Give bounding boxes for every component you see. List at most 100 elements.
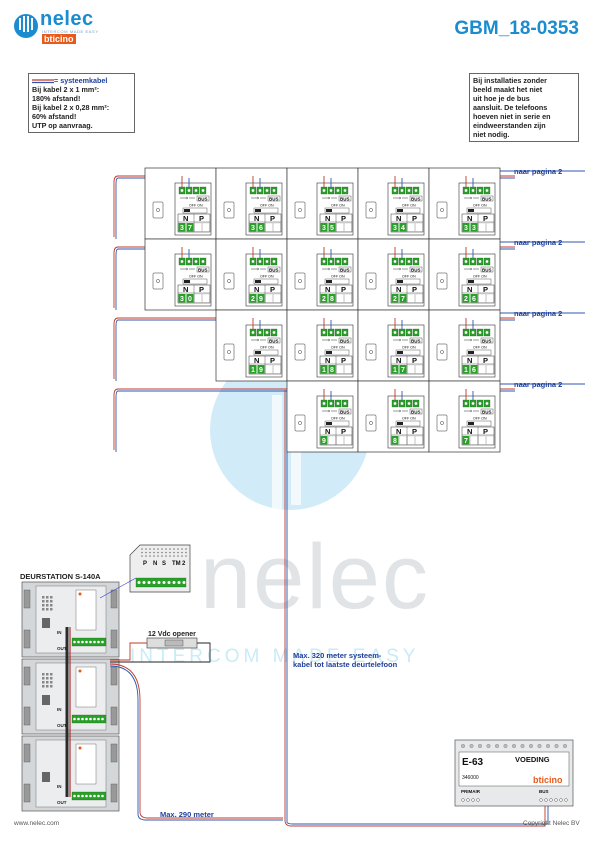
address-digit: 3 bbox=[464, 225, 468, 232]
keypad-key-icon bbox=[50, 596, 53, 599]
brand-dot-icon bbox=[78, 746, 82, 750]
dip-switch-knob bbox=[468, 209, 474, 212]
grid-dot-icon bbox=[141, 555, 143, 557]
terminal-screw-icon bbox=[471, 259, 475, 264]
switch-label: OFF ON bbox=[473, 417, 487, 421]
terminal-screw-icon bbox=[172, 581, 176, 584]
col-p-label: P bbox=[270, 285, 275, 294]
terminal-label: N bbox=[153, 561, 157, 567]
terminal-screw-icon bbox=[322, 330, 326, 335]
handset-button-icon bbox=[298, 279, 302, 283]
terminal-screw-icon bbox=[400, 259, 404, 264]
brand-dot-icon bbox=[78, 592, 82, 596]
terminal-label: 2 bbox=[182, 561, 186, 567]
terminal-screw-icon bbox=[336, 330, 340, 335]
address-cell-empty bbox=[486, 222, 494, 232]
terminal-screw-icon bbox=[414, 401, 418, 406]
opener-label: 12 Vdc opener bbox=[148, 631, 196, 638]
terminal-screw-icon bbox=[187, 188, 191, 193]
connector-icon bbox=[251, 267, 266, 271]
address-digit: 9 bbox=[259, 296, 263, 303]
address-digit: 6 bbox=[472, 296, 476, 303]
terminal-screw-icon bbox=[322, 188, 326, 193]
mount-clip-icon bbox=[110, 666, 118, 686]
grid-dot-icon bbox=[149, 548, 151, 550]
address-digit: 2 bbox=[464, 296, 468, 303]
handset-button-icon bbox=[298, 421, 302, 425]
terminal-screw-icon bbox=[478, 744, 482, 748]
handset-icon bbox=[223, 201, 235, 219]
out-label: OUT bbox=[57, 646, 67, 651]
address-cell bbox=[257, 294, 265, 303]
terminal-screw-icon bbox=[476, 798, 480, 802]
address-cell-empty bbox=[265, 364, 273, 374]
link-connector-icon bbox=[42, 695, 50, 705]
address-cell-empty bbox=[336, 222, 344, 232]
address-digit: 1 bbox=[251, 367, 255, 374]
grid-dot-icon bbox=[169, 548, 171, 550]
col-n-label: N bbox=[467, 356, 472, 365]
grid-dot-icon bbox=[157, 555, 159, 557]
address-digit: 4 bbox=[401, 225, 405, 232]
power-supply-name: VOEDING bbox=[515, 755, 550, 764]
connector-icon bbox=[393, 196, 408, 200]
terminal-screw-icon bbox=[322, 259, 326, 264]
dip-switch-knob bbox=[397, 351, 403, 354]
address-cell bbox=[462, 365, 470, 374]
col-p-label: P bbox=[412, 356, 417, 365]
grid-dot-icon bbox=[153, 551, 155, 554]
dip-switch bbox=[466, 420, 492, 427]
address-cell-empty bbox=[399, 435, 407, 445]
grid-dot-icon bbox=[157, 548, 159, 550]
address-digit: 8 bbox=[330, 296, 334, 303]
grid-dot-icon bbox=[157, 551, 159, 554]
address-cell-empty bbox=[486, 293, 494, 303]
terminal-label: TM bbox=[172, 561, 181, 567]
handset-icon bbox=[436, 201, 448, 219]
connector-icon bbox=[180, 267, 195, 271]
terminal-screw-icon bbox=[414, 259, 418, 264]
door-station-title: DEURSTATION S-140A bbox=[20, 572, 101, 581]
address-digit: 3 bbox=[472, 225, 476, 232]
address-cell-empty bbox=[273, 364, 281, 374]
circuit-board bbox=[75, 666, 97, 708]
switch-label: OFF ON bbox=[331, 204, 345, 208]
bus-label-box bbox=[409, 266, 423, 273]
terminal-screw-icon bbox=[343, 401, 347, 406]
address-cell bbox=[257, 223, 265, 232]
phones-note-line: eindweerstanden zijn bbox=[473, 121, 546, 130]
terminal-screw-icon bbox=[251, 330, 255, 335]
cable-note: = systeemkabel Bij kabel 2 x 1 mm²: 180%… bbox=[28, 73, 135, 133]
max-320-line: kabel tot laatste deurtelefoon bbox=[293, 660, 398, 669]
dip-switch-knob bbox=[184, 209, 190, 212]
terminal-screw-icon bbox=[265, 330, 269, 335]
keypad-key-icon bbox=[46, 596, 49, 599]
col-p-label: P bbox=[341, 356, 346, 365]
cable-note-title: = systeemkabel bbox=[32, 76, 131, 85]
terminal-screw-icon bbox=[471, 798, 475, 802]
address-cell bbox=[249, 294, 257, 303]
address-digit: 2 bbox=[251, 296, 255, 303]
keypad-key-icon bbox=[50, 677, 53, 680]
handset-icon bbox=[365, 414, 377, 432]
keypad-key-icon bbox=[42, 600, 45, 603]
terminal-screw-icon bbox=[559, 798, 563, 802]
bus-wire bbox=[113, 317, 119, 379]
terminal-screw-icon bbox=[89, 794, 92, 798]
phones-note: Bij installaties zonder beeld maakt het … bbox=[469, 73, 579, 142]
handset-icon bbox=[436, 272, 448, 290]
handset-icon bbox=[152, 201, 164, 219]
terminal-label: P bbox=[143, 561, 147, 567]
brand-dot-icon bbox=[78, 669, 82, 673]
dip-switch-knob bbox=[326, 280, 332, 283]
dip-switch-knob bbox=[468, 422, 474, 425]
terminal-screw-icon bbox=[544, 798, 548, 802]
terminal-screw-icon bbox=[461, 744, 465, 748]
terminal-screw-icon bbox=[85, 640, 88, 644]
terminal-strip bbox=[71, 714, 107, 724]
grid-dot-icon bbox=[145, 551, 147, 554]
bus-label: BUS bbox=[340, 409, 350, 414]
address-cell bbox=[249, 223, 257, 232]
grid-dot-icon bbox=[141, 548, 143, 550]
